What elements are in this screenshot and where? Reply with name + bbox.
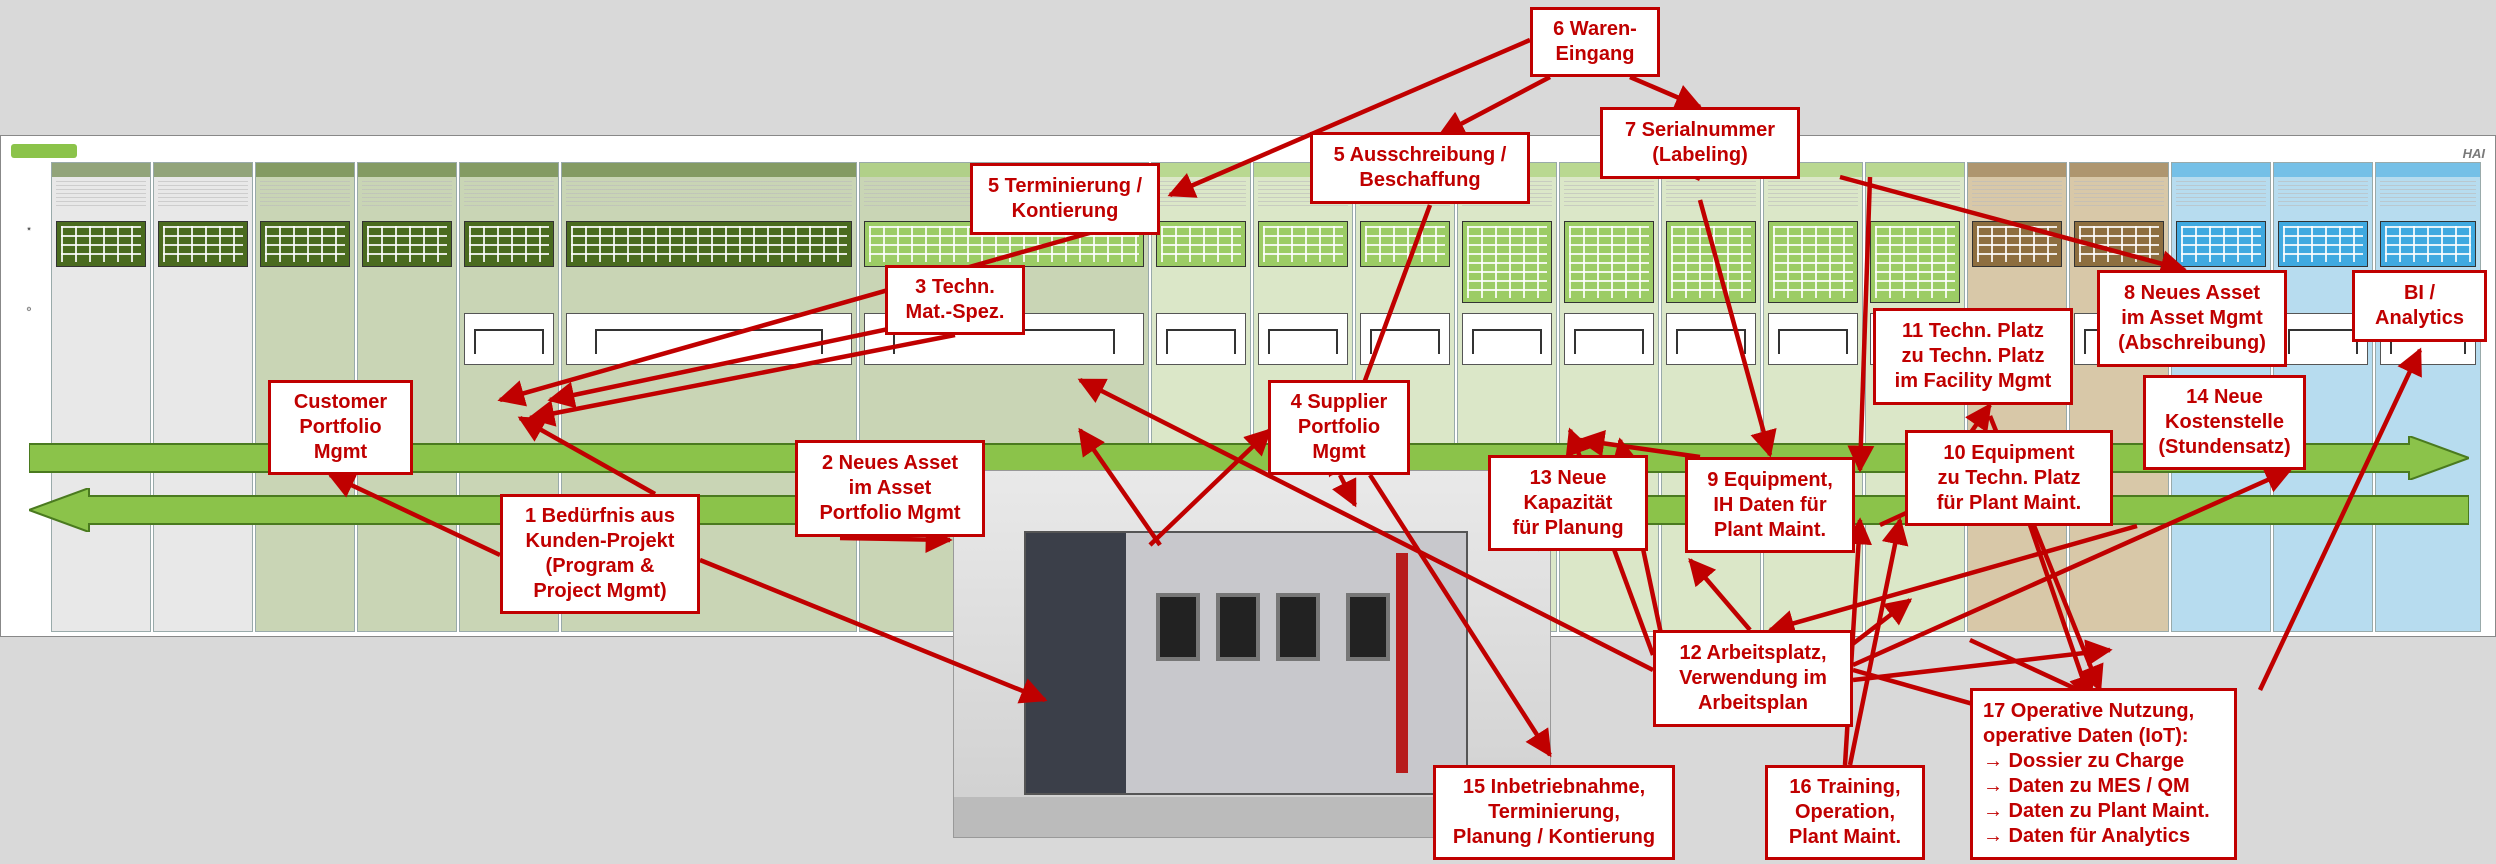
flow-arrow xyxy=(1167,37,1531,198)
callout-techn-mat-spez: 3 Techn. Mat.-Spez. xyxy=(885,265,1025,335)
callout-supplier-portfolio: 4 Supplier Portfolio Mgmt xyxy=(1268,380,1410,475)
capability-block xyxy=(1768,221,1858,303)
capability-block xyxy=(2176,221,2266,267)
capability-block xyxy=(1870,221,1960,303)
capability-block xyxy=(158,221,248,267)
flow-arrow xyxy=(1852,467,2293,668)
process-column xyxy=(1763,162,1863,632)
process-column xyxy=(51,162,151,632)
callout-training: 16 Training, Operation, Plant Maint. xyxy=(1765,765,1925,860)
flow-arrow xyxy=(1847,517,1909,766)
process-tree-diagram xyxy=(1156,313,1246,365)
callout-ausschreibung: 5 Ausschreibung / Beschaffung xyxy=(1310,132,1530,204)
capability-block xyxy=(260,221,350,267)
flow-arrow xyxy=(1148,428,1272,547)
process-tree-diagram xyxy=(1462,313,1552,365)
callout-equipment-techn-platz: 10 Equipment zu Techn. Platz für Plant M… xyxy=(1905,430,2113,526)
capability-block xyxy=(2380,221,2476,267)
process-column xyxy=(2273,162,2373,632)
flow-arrow xyxy=(2257,347,2423,691)
callout-equipment-ih: 9 Equipment, IH Daten für Plant Maint. xyxy=(1685,457,1855,553)
process-column xyxy=(2375,162,2481,632)
flow-arrow xyxy=(1852,639,2113,683)
capability-block xyxy=(2278,221,2368,267)
lane-label-3: ⚙ xyxy=(26,307,32,313)
capability-block xyxy=(464,221,554,267)
process-tree-diagram xyxy=(464,313,554,365)
process-tree-diagram xyxy=(1768,313,1858,365)
capability-block xyxy=(566,221,852,267)
flow-arrow xyxy=(1697,199,1777,458)
flow-arrow xyxy=(327,472,501,558)
callout-beduerfnis: 1 Bedürfnis aus Kunden-Projekt (Program … xyxy=(500,494,700,614)
capability-block xyxy=(1258,221,1348,267)
callout-arbeitsplatz: 12 Arbeitsplatz, Verwendung im Arbeitspl… xyxy=(1653,630,1853,727)
callout-serialnummer: 7 Serialnummer (Labeling) xyxy=(1600,107,1800,179)
flow-arrow xyxy=(1332,473,1358,508)
callout-neues-asset-abschreibung: 8 Neues Asset im Asset Mgmt (Abschreibun… xyxy=(2097,270,2287,367)
flow-arrow xyxy=(1368,473,1552,758)
lane-label-2: ✷ xyxy=(26,227,32,233)
process-column xyxy=(153,162,253,632)
callout-neues-asset-portfolio: 2 Neues Asset im Asset Portfolio Mgmt xyxy=(795,440,985,537)
flow-arrow xyxy=(699,557,1048,704)
callout-neue-kostenstelle: 14 Neue Kostenstelle (Stundensatz) xyxy=(2143,375,2306,470)
flow-arrow xyxy=(1688,557,1752,632)
flow-arrow xyxy=(1077,377,1655,673)
flow-arrow xyxy=(497,227,1101,407)
callout-terminierung: 5 Terminierung / Kontierung xyxy=(970,163,1160,235)
capability-block xyxy=(1156,221,1246,267)
hai-logo: HAI xyxy=(2462,146,2485,161)
capability-block xyxy=(1462,221,1552,303)
flow-arrow xyxy=(1577,430,1701,460)
flow-arrow xyxy=(517,416,657,496)
callout-neue-kapazitaet: 13 Neue Kapazität für Planung xyxy=(1488,455,1648,551)
process-tree-diagram xyxy=(1258,313,1348,365)
callout-customer-portfolio: Customer Portfolio Mgmt xyxy=(268,380,413,475)
machine-illustration xyxy=(1024,531,1468,795)
process-column xyxy=(1661,162,1761,632)
company-logo xyxy=(11,144,77,158)
flow-arrow xyxy=(1437,75,1552,137)
capability-block xyxy=(1564,221,1654,303)
callout-inbetriebnahme: 15 Inbetriebnahme, Terminierung, Planung… xyxy=(1433,765,1675,860)
callout-techn-platz-facility: 11 Techn. Platz zu Techn. Platz im Facil… xyxy=(1873,308,2073,405)
flow-arrow xyxy=(839,526,953,554)
flow-arrow xyxy=(527,332,956,427)
flow-arrow xyxy=(1629,74,1703,110)
callout-waren-eingang: 6 Waren- Eingang xyxy=(1530,7,1660,77)
flow-arrow xyxy=(1078,427,1162,547)
capability-block xyxy=(1972,221,2062,267)
flow-arrow xyxy=(1839,174,2188,277)
capability-block xyxy=(56,221,146,267)
capability-block xyxy=(362,221,452,267)
capability-block xyxy=(1360,221,1450,267)
flow-arrow xyxy=(1847,176,1875,473)
flow-arrow xyxy=(1767,523,2138,637)
process-tree-diagram xyxy=(1564,313,1654,365)
callout-operative-nutzung: 17 Operative Nutzung, operative Daten (I… xyxy=(1970,688,2237,860)
callout-bi-analytics: BI / Analytics xyxy=(2352,270,2487,342)
